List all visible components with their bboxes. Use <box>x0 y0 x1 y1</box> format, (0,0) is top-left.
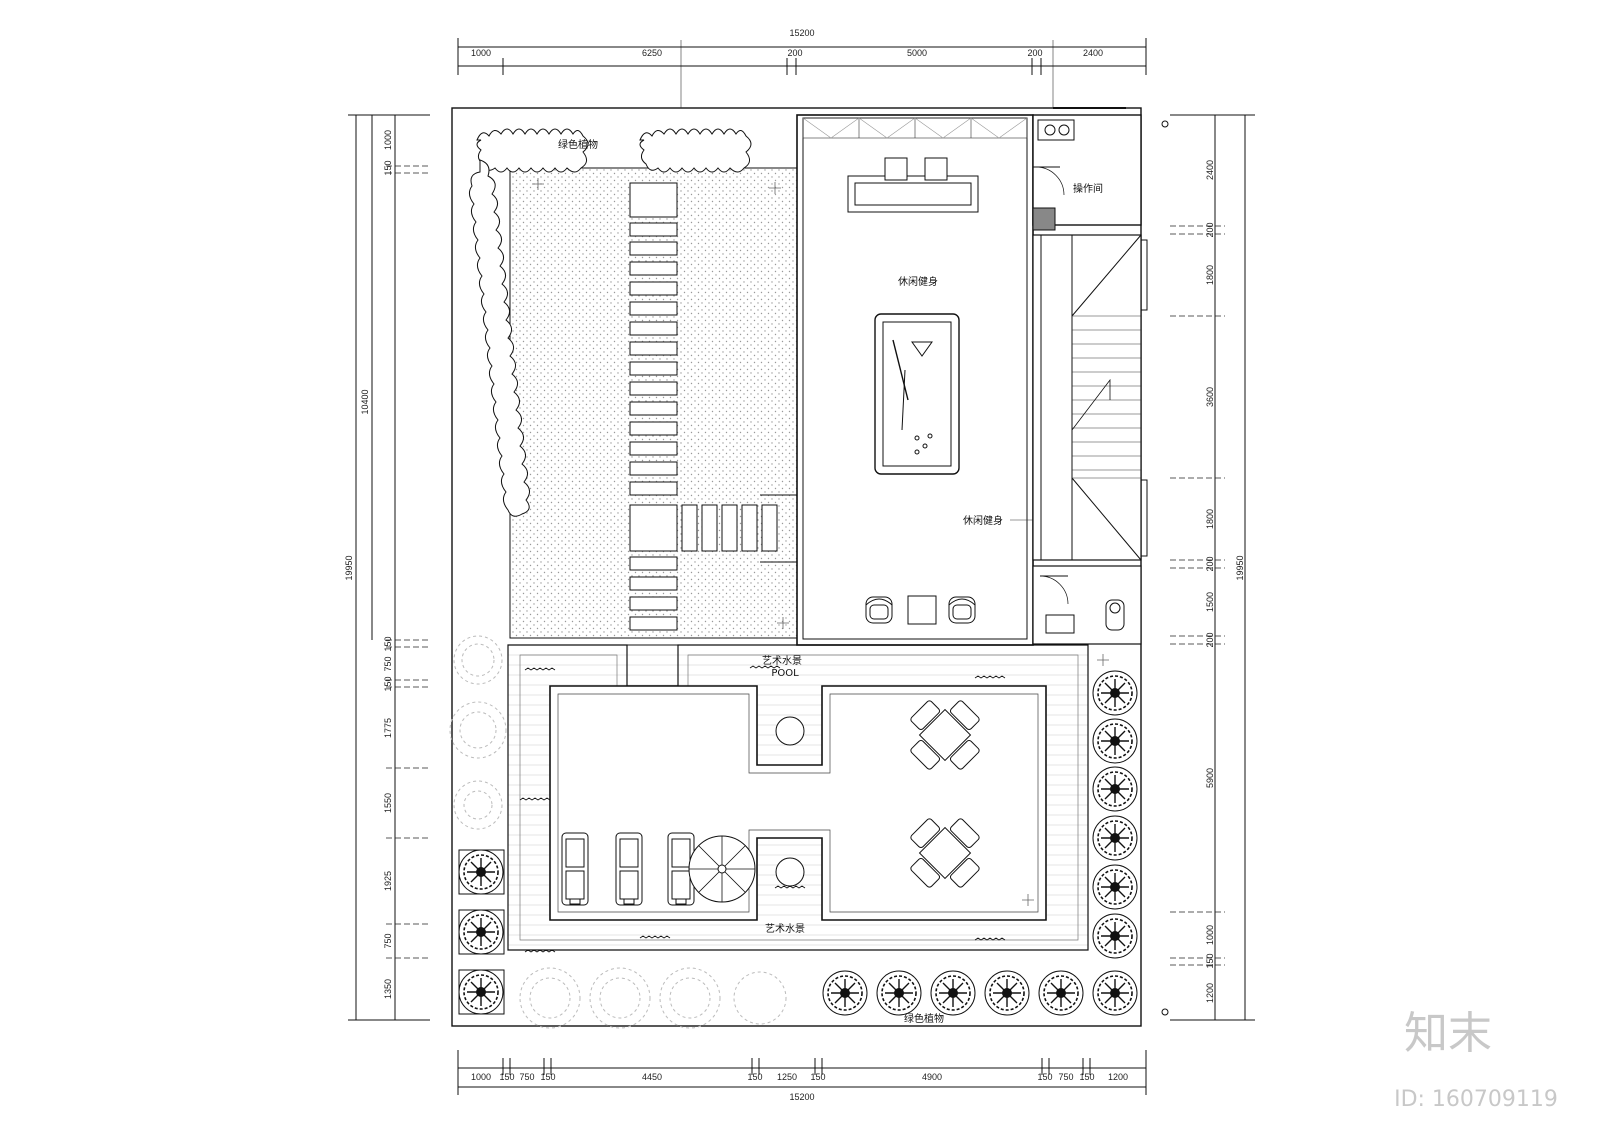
spa-top <box>775 716 805 746</box>
trees-right <box>1092 670 1138 1016</box>
utility-room-label: 操作间 <box>1073 182 1103 195</box>
right-dim-11: 150 <box>1205 953 1215 968</box>
right-dim-4: 3600 <box>1205 387 1215 407</box>
pool-en-label: POOL <box>771 668 799 679</box>
hedge-bottom-label: 绿色植物 <box>904 1012 944 1025</box>
pool-top-label: 艺术水景 <box>762 655 802 667</box>
paving-rings-bottom <box>519 967 787 1029</box>
right-dim-9: 5900 <box>1205 768 1215 788</box>
left-dim-9: 750 <box>383 933 393 948</box>
left-dim-5: 150 <box>383 676 393 691</box>
side-table <box>907 595 937 625</box>
trees-left <box>458 849 505 1015</box>
left-dim-1: 150 <box>383 160 393 175</box>
armchair-right <box>948 596 976 624</box>
table-set-upper <box>909 699 981 771</box>
left-dimensions: 19950 10400 150 1000 150 750 150 1775 15… <box>344 114 430 1021</box>
top-dimensions: 15200 1000 6250 200 5000 200 2400 <box>457 28 1147 75</box>
lounger-2 <box>615 832 643 906</box>
stepping-stones <box>629 182 778 631</box>
leisure-room-note: 休闲健身 <box>963 514 1003 527</box>
right-dim-5: 1800 <box>1205 509 1215 529</box>
left-dim-6: 1775 <box>383 718 393 738</box>
top-total-dim: 15200 <box>789 28 814 38</box>
bottom-dim-7: 1250 <box>777 1072 797 1082</box>
armchair-left <box>865 596 893 624</box>
bottom-dim-2: 150 <box>499 1072 514 1082</box>
garden-area <box>509 167 798 639</box>
spa-bottom <box>775 857 805 887</box>
lounger-1 <box>561 832 589 906</box>
top-dim-3: 200 <box>787 48 802 58</box>
bottom-dim-8: 150 <box>810 1072 825 1082</box>
right-dim-8: 200 <box>1205 632 1215 647</box>
left-dim-2: 1000 <box>383 130 393 150</box>
right-dim-12: 1200 <box>1205 983 1215 1003</box>
left-dim-8: 1925 <box>383 871 393 891</box>
bottom-dim-9: 4900 <box>922 1072 942 1082</box>
right-dim-10: 1000 <box>1205 925 1215 945</box>
bottom-dim-10: 150 <box>1037 1072 1052 1082</box>
top-dim-1: 1000 <box>471 48 491 58</box>
pool-area: 艺术水景 POOL 艺术水景 <box>507 644 1109 953</box>
bottom-dim-12: 150 <box>1079 1072 1094 1082</box>
staircase <box>1032 234 1148 561</box>
left-dim-10: 1350 <box>383 979 393 999</box>
top-dim-6: 2400 <box>1083 48 1103 58</box>
bottom-dim-13: 1200 <box>1108 1072 1128 1082</box>
right-dimensions: 19950 2400 200 1800 3600 1800 200 1500 2… <box>1170 114 1255 1021</box>
bottom-total-dim: 15200 <box>789 1092 814 1102</box>
right-dim-6: 200 <box>1205 556 1215 571</box>
left-inner-dim: 10400 <box>360 389 370 414</box>
trees-bottom <box>822 970 1084 1016</box>
bottom-dim-11: 750 <box>1058 1072 1073 1082</box>
restroom <box>1032 565 1142 645</box>
bottom-dim-6: 150 <box>747 1072 762 1082</box>
leisure-room-label: 休闲健身 <box>898 275 938 288</box>
watermark: 知末 ID: 160709119 <box>1394 1008 1558 1112</box>
billiard-table <box>874 313 960 475</box>
right-dim-7: 1500 <box>1205 592 1215 612</box>
hedge-top-label: 绿色植物 <box>558 138 598 151</box>
bottom-dim-5: 4450 <box>642 1072 662 1082</box>
paving-rings-left <box>449 635 507 830</box>
hedge-top: 绿色植物 <box>476 128 752 173</box>
pool-bottom-label: 艺术水景 <box>765 923 805 935</box>
utility-block: 操作间 <box>1032 107 1142 231</box>
right-dim-1: 2400 <box>1205 160 1215 180</box>
left-dim-4: 750 <box>383 656 393 671</box>
watermark-logo: 知末 <box>1404 1008 1492 1059</box>
leisure-building: 休闲健身 休闲健身 <box>796 114 1035 646</box>
top-dim-5: 200 <box>1027 48 1042 58</box>
right-dim-3: 1800 <box>1205 265 1215 285</box>
umbrella <box>688 835 756 903</box>
right-total-dim: 19950 <box>1235 555 1245 580</box>
bottom-dim-1: 1000 <box>471 1072 491 1082</box>
left-total-dim: 19950 <box>344 555 354 580</box>
bottom-dim-4: 150 <box>540 1072 555 1082</box>
table-set-lower <box>909 817 981 889</box>
left-dim-7: 1550 <box>383 793 393 813</box>
left-dim-3: 150 <box>383 636 393 651</box>
top-dim-4: 5000 <box>907 48 927 58</box>
right-dim-2: 200 <box>1205 222 1215 237</box>
top-dim-2: 6250 <box>642 48 662 58</box>
hedge-left <box>468 159 530 517</box>
bottom-dim-3: 750 <box>519 1072 534 1082</box>
bottom-dimensions: 1000 150 750 150 4450 150 1250 150 4900 … <box>457 1050 1147 1102</box>
watermark-id: ID: 160709119 <box>1394 1087 1558 1112</box>
